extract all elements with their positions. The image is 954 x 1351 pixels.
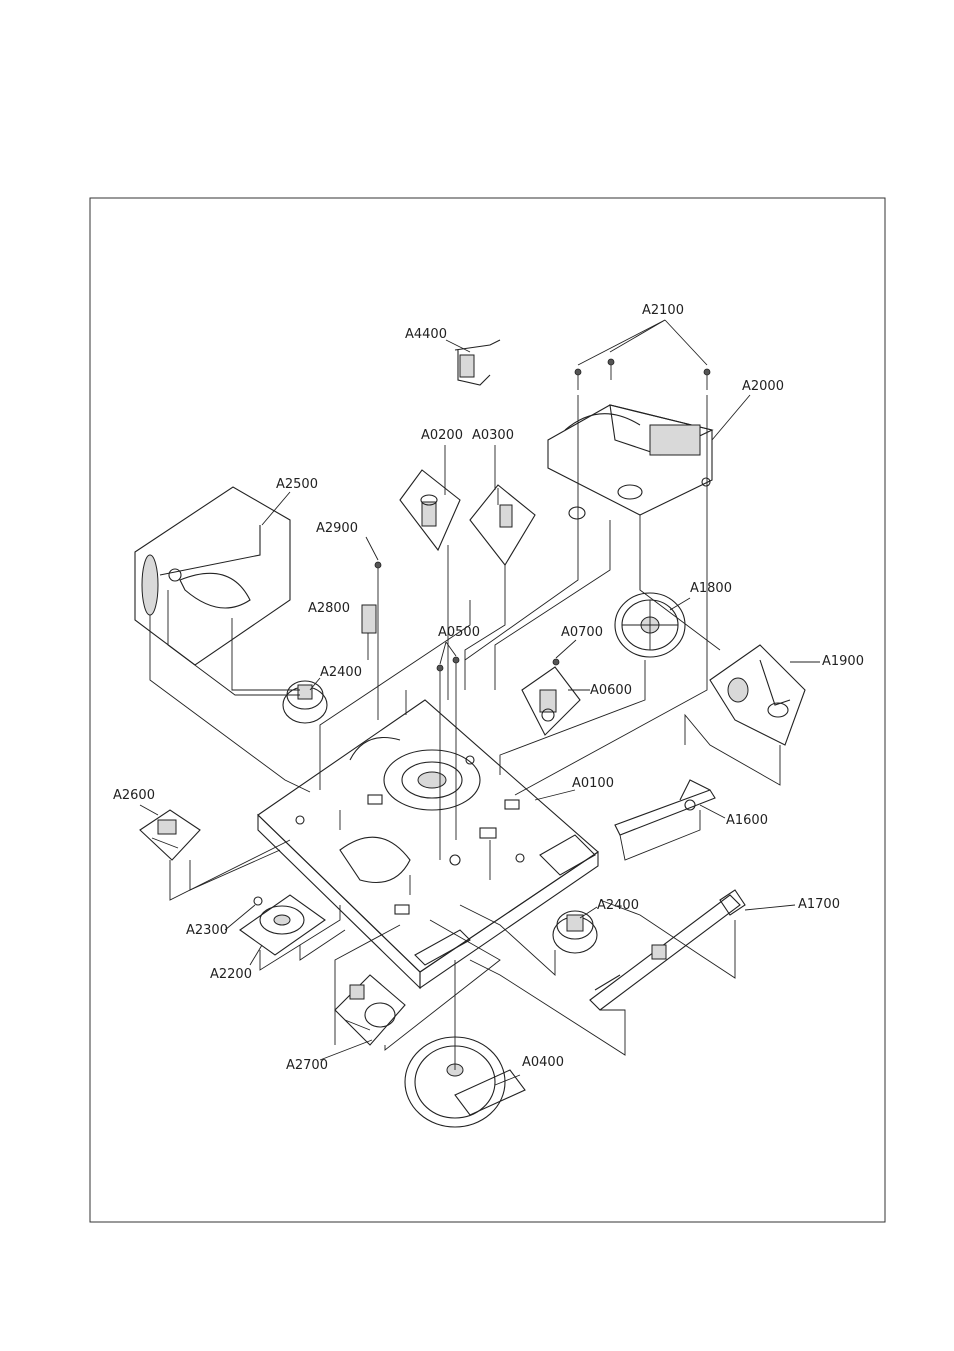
part-a0300 xyxy=(469,484,536,566)
label-a0300: A0300 xyxy=(472,428,514,443)
part-a1700 xyxy=(589,889,746,1011)
gear-a1800 xyxy=(614,592,686,658)
part-a4400 xyxy=(454,339,501,386)
label-a2600: A2600 xyxy=(113,788,155,803)
label-a2200: A2200 xyxy=(210,967,252,982)
label-a0700: A0700 xyxy=(561,625,603,640)
gear-a2400-upper xyxy=(282,680,328,724)
part-a2200 xyxy=(239,894,326,956)
label-a1900: A1900 xyxy=(822,654,864,669)
part-a1900 xyxy=(709,644,806,746)
housing-screws xyxy=(574,358,711,390)
part-a1600 xyxy=(614,779,716,836)
screw-a2900 xyxy=(374,561,382,720)
label-a2400-lower: A2400 xyxy=(597,898,639,913)
cassette-housing xyxy=(547,404,714,520)
label-a0600: A0600 xyxy=(590,683,632,698)
label-a0100: A0100 xyxy=(572,776,614,791)
part-a2500 xyxy=(134,486,291,666)
label-a2500: A2500 xyxy=(276,477,318,492)
label-a2900: A2900 xyxy=(316,521,358,536)
label-a2700: A2700 xyxy=(286,1058,328,1073)
part-a2800 xyxy=(361,604,377,660)
part-a2700 xyxy=(334,974,406,1046)
part-a2600 xyxy=(139,809,201,861)
label-a2100: A2100 xyxy=(642,303,684,318)
part-a0600 xyxy=(521,658,581,736)
label-a2800: A2800 xyxy=(308,601,350,616)
label-a4400: A4400 xyxy=(405,327,447,342)
label-a1700: A1700 xyxy=(798,897,840,912)
label-a0400: A0400 xyxy=(522,1055,564,1070)
label-a1600: A1600 xyxy=(726,813,768,828)
main-chassis xyxy=(257,690,599,990)
screws-a0500 xyxy=(436,656,460,860)
gear-a2400-lower xyxy=(552,910,598,954)
label-a2400-upper: A2400 xyxy=(320,665,362,680)
label-a1800: A1800 xyxy=(690,581,732,596)
part-a0200 xyxy=(399,469,461,552)
label-a2000: A2000 xyxy=(742,379,784,394)
label-a2300: A2300 xyxy=(186,923,228,938)
flywheel-a0400 xyxy=(404,960,526,1128)
label-a0500: A0500 xyxy=(438,625,480,640)
leader-lines xyxy=(139,319,820,1086)
label-a0200: A0200 xyxy=(421,428,463,443)
diagram-frame xyxy=(89,197,886,1223)
part-labels: A4400 A2100 A2000 A0200 A0300 A2500 A290… xyxy=(113,303,864,1073)
